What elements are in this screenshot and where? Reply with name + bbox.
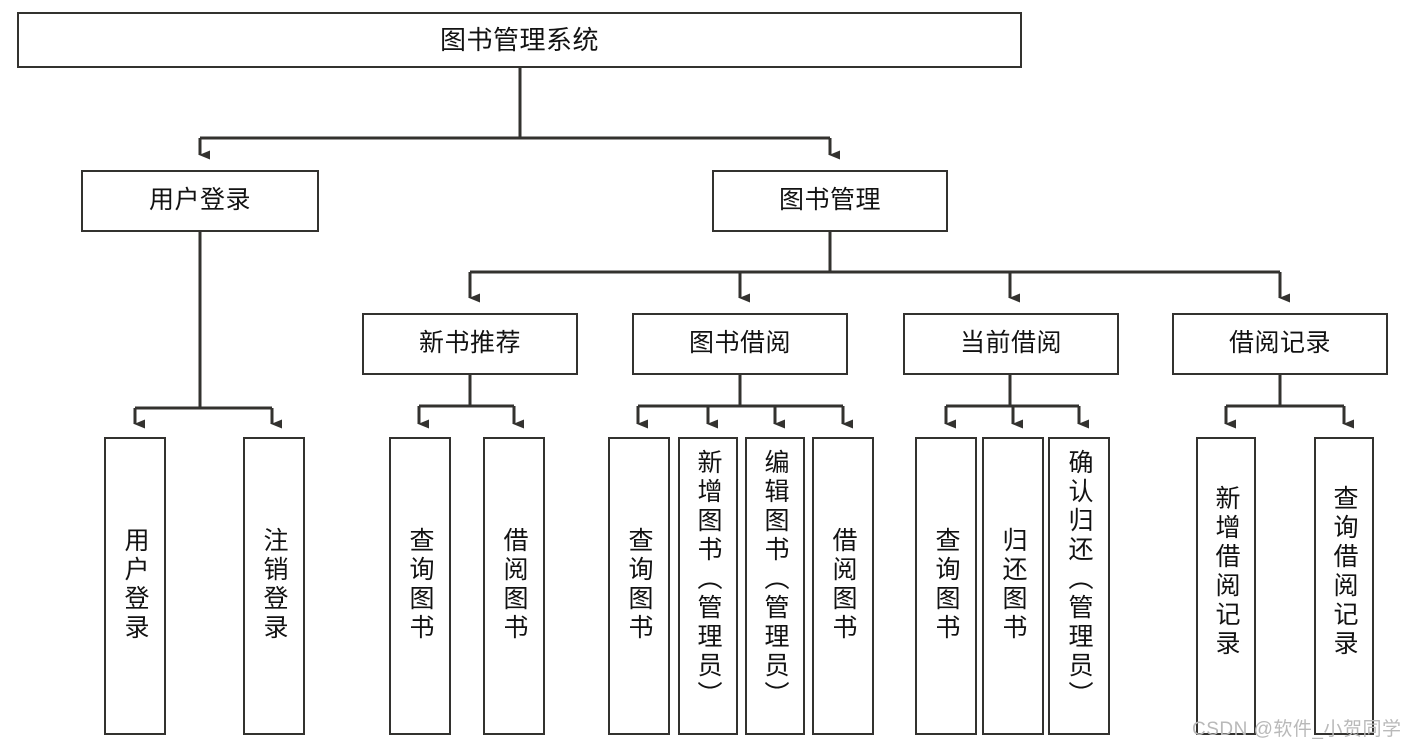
node-leaf-label: 确认归还（管理员） — [1065, 449, 1093, 710]
node-leaf-label: 借阅图书 — [829, 527, 857, 643]
node-leaf[interactable]: 用户登录 — [104, 437, 166, 735]
node-leaf[interactable]: 注销登录 — [243, 437, 305, 735]
node-leaf-label: 查询图书 — [406, 527, 434, 643]
node-leaf[interactable]: 查询图书 — [915, 437, 977, 735]
node-leaf-label: 借阅图书 — [500, 527, 528, 643]
csdn-watermark: CSDN @软件_小贺同学 — [1192, 719, 1402, 740]
node-level3[interactable]: 借阅记录 — [1172, 313, 1388, 375]
node-leaf[interactable]: 查询图书 — [608, 437, 670, 735]
node-leaf-label: 查询借阅记录 — [1330, 485, 1358, 659]
node-leaf-label: 查询图书 — [625, 527, 653, 643]
node-leaf-label: 新增借阅记录 — [1212, 485, 1240, 659]
node-leaf[interactable]: 确认归还（管理员） — [1048, 437, 1110, 735]
node-leaf[interactable]: 借阅图书 — [812, 437, 874, 735]
node-level3[interactable]: 图书借阅 — [632, 313, 848, 375]
node-root[interactable]: 图书管理系统 — [17, 12, 1022, 68]
node-level3[interactable]: 新书推荐 — [362, 313, 578, 375]
node-leaf[interactable]: 新增图书（管理员） — [678, 437, 738, 735]
node-leaf[interactable]: 新增借阅记录 — [1196, 437, 1256, 735]
node-level2[interactable]: 用户登录 — [81, 170, 319, 232]
node-leaf[interactable]: 借阅图书 — [483, 437, 545, 735]
node-leaf-label: 查询图书 — [932, 527, 960, 643]
node-leaf-label: 编辑图书（管理员） — [761, 449, 789, 710]
node-level2[interactable]: 图书管理 — [712, 170, 948, 232]
node-leaf[interactable]: 查询图书 — [389, 437, 451, 735]
node-leaf-label: 归还图书 — [999, 527, 1027, 643]
node-level3[interactable]: 当前借阅 — [903, 313, 1119, 375]
node-leaf[interactable]: 查询借阅记录 — [1314, 437, 1374, 735]
node-leaf[interactable]: 归还图书 — [982, 437, 1044, 735]
node-leaf-label: 注销登录 — [260, 527, 288, 643]
node-leaf-label: 新增图书（管理员） — [694, 449, 722, 710]
node-leaf[interactable]: 编辑图书（管理员） — [745, 437, 805, 735]
node-leaf-label: 用户登录 — [121, 527, 149, 643]
